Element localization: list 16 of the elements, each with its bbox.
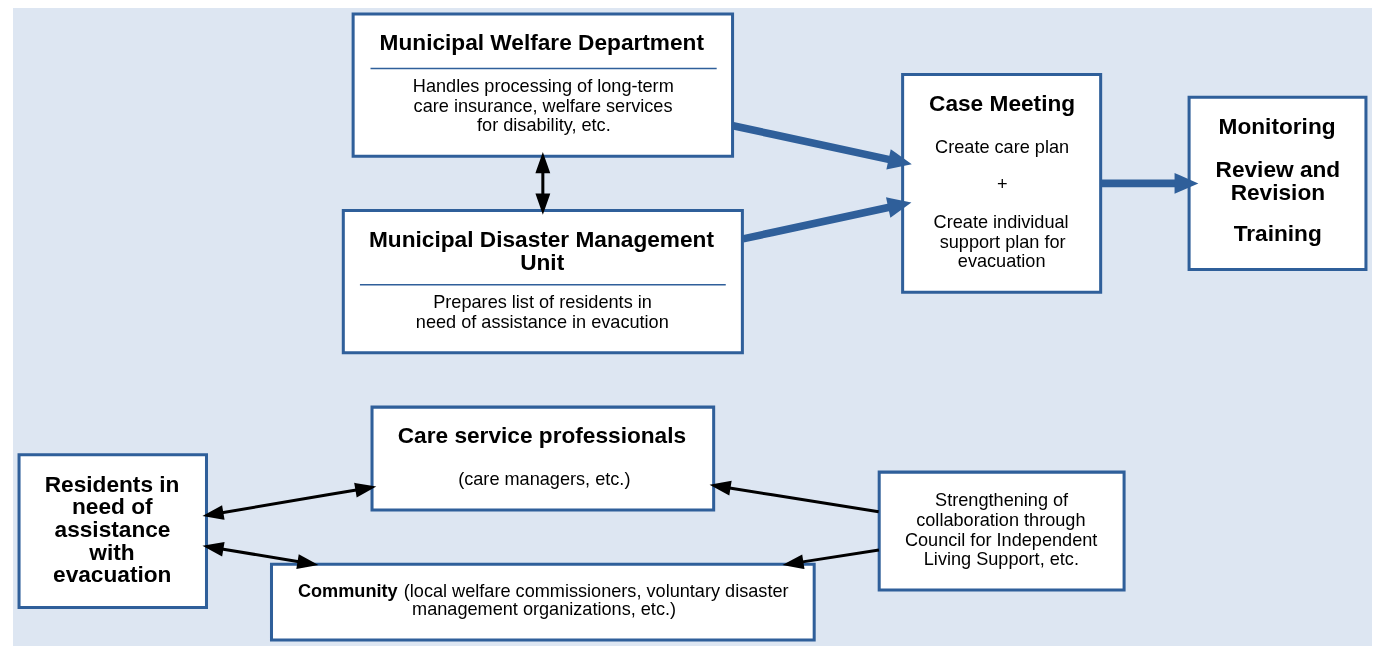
node-box: Strengthening of collaboration through Council for Independent Living Support, etc. xyxy=(877,470,1126,592)
node-box: Municipal Welfare Department Handles processing of long-term care insurance, welfare services for disability, etc. xyxy=(351,12,735,158)
node-box: Monitoring Review and Revision Training xyxy=(1187,95,1368,272)
arrow xyxy=(1100,172,1199,194)
arrow xyxy=(732,122,912,170)
node-box: Community (local welfare commissioners, voluntary disaster management organizations, etc.) xyxy=(270,562,816,642)
node-box: Care service professionals (care managers, etc.) xyxy=(370,405,716,512)
arrow xyxy=(535,151,551,215)
node-box: Municipal Disaster Management Unit Prepares list of residents in need of assistance in evacution xyxy=(341,209,744,355)
arrow xyxy=(202,482,377,520)
arrow xyxy=(709,480,879,514)
node-box: Case Meeting Create care plan + Create individual support plan for evacuation xyxy=(901,73,1103,294)
arrow xyxy=(742,197,912,243)
arrow xyxy=(782,548,880,570)
arrow xyxy=(202,541,319,569)
node-box: Residents in need of assistance with evacuation xyxy=(17,453,208,609)
